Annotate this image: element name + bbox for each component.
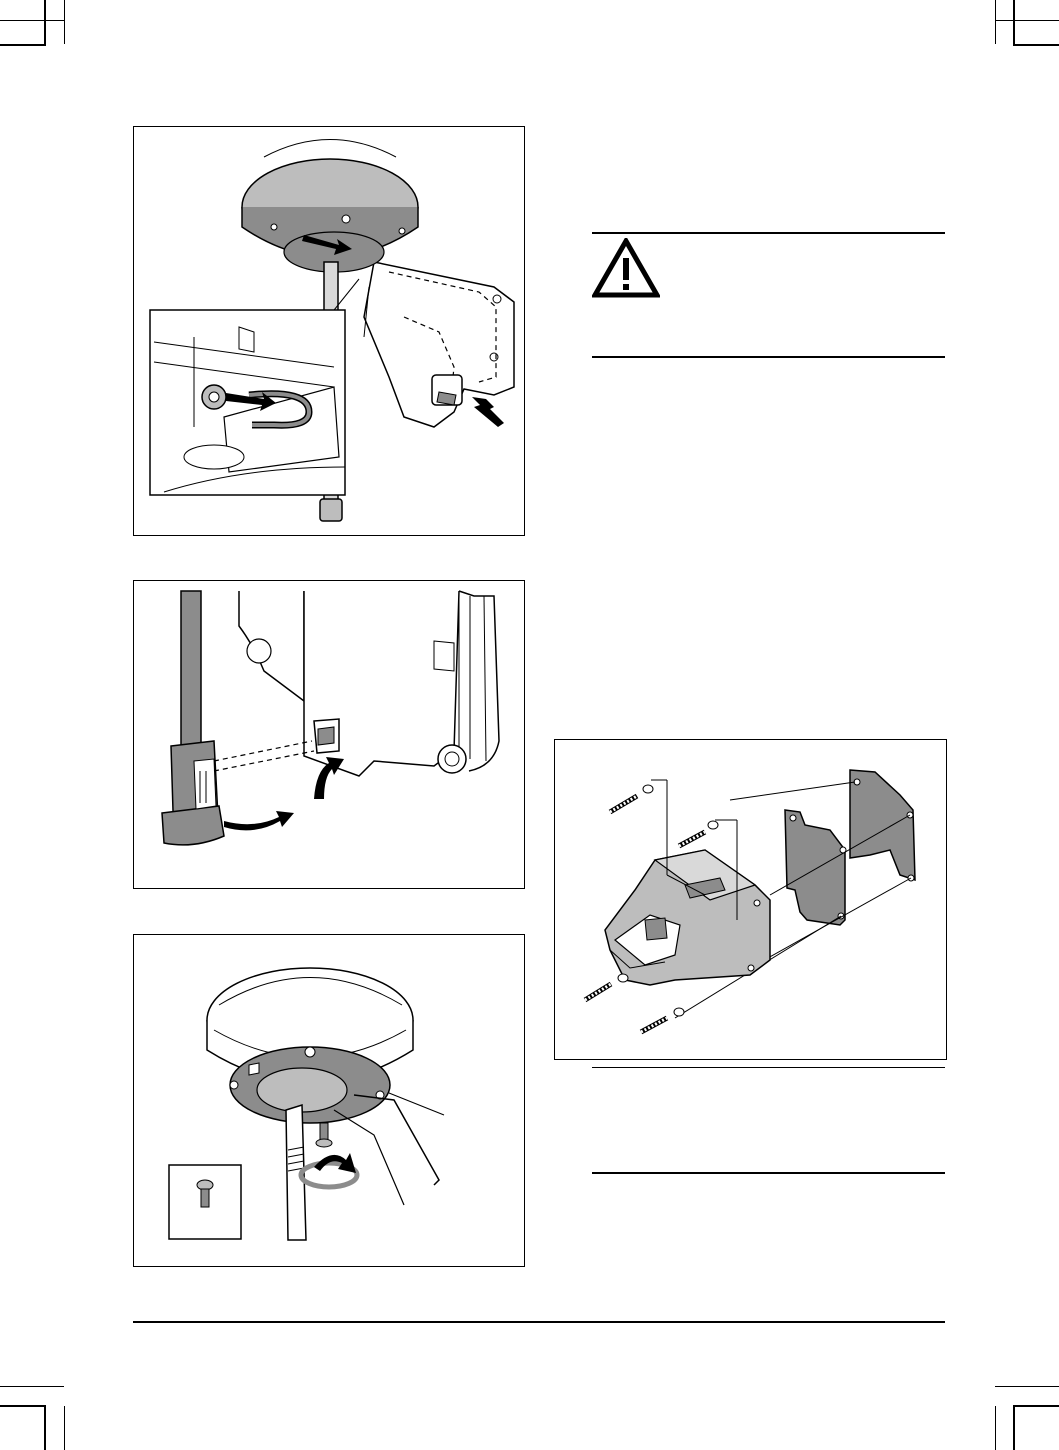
warning-triangle-icon xyxy=(592,238,660,298)
fig-wall-mount xyxy=(554,739,947,1060)
crop-mark xyxy=(1013,0,1015,46)
crop-mark xyxy=(995,1406,996,1450)
crop-mark xyxy=(64,0,65,44)
screw-icon xyxy=(641,1008,684,1032)
crop-mark xyxy=(64,1406,65,1450)
crop-mark xyxy=(0,1405,46,1407)
crop-mark xyxy=(995,0,996,44)
crop-mark xyxy=(1013,44,1059,46)
crop-mark xyxy=(995,20,1059,21)
wall-mount-illustration xyxy=(555,740,947,1060)
crop-mark xyxy=(0,44,46,46)
crop-mark xyxy=(0,20,64,21)
antenna-removal-illustration xyxy=(134,127,525,536)
crop-mark xyxy=(44,1405,46,1450)
screw-icon xyxy=(610,785,653,812)
crop-mark xyxy=(1013,1405,1059,1407)
cable-connector-illustration xyxy=(134,581,525,889)
note-top-rule xyxy=(592,1067,945,1068)
crop-mark xyxy=(995,1386,1059,1387)
fig-cable-connector xyxy=(133,580,525,889)
fig-antenna-removal xyxy=(133,126,525,536)
fig-antenna-screw xyxy=(133,934,525,1267)
crop-mark xyxy=(44,0,46,46)
crop-mark xyxy=(0,1386,64,1387)
screw-icon xyxy=(679,821,718,846)
note-bottom-rule xyxy=(592,1172,945,1174)
warning-top-rule xyxy=(592,232,945,234)
crop-mark xyxy=(1013,1405,1015,1450)
warning-bottom-rule xyxy=(592,356,945,358)
footer-rule xyxy=(133,1321,945,1323)
screw-icon xyxy=(585,974,628,1000)
antenna-screw-illustration xyxy=(134,935,525,1267)
